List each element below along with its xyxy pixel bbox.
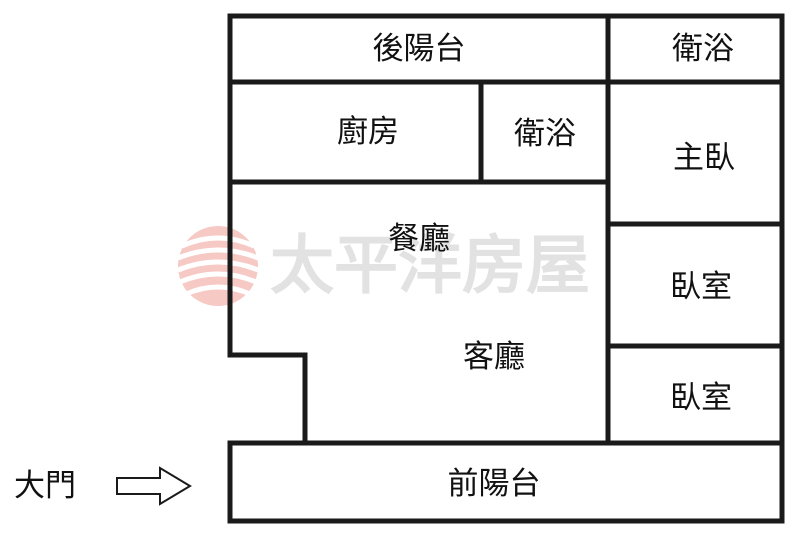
room-bedroom-2-label: 臥室: [670, 380, 732, 416]
room-bedroom-1-label: 臥室: [670, 269, 732, 305]
room-living-room-label: 客廳: [463, 339, 525, 375]
room-master-bedroom-label: 主臥: [673, 140, 735, 176]
walls: [227, 13, 785, 524]
watermark-logo-icon: [177, 226, 259, 306]
room-kitchen-label: 廚房: [337, 114, 399, 150]
arrow-right-icon: [116, 466, 192, 506]
watermark-text: 太平洋房屋: [270, 229, 590, 304]
room-dining-room-label: 餐廳: [388, 221, 450, 257]
room-rear-balcony-label: 後陽台: [373, 31, 466, 67]
room-bathroom-middle-label: 衛浴: [514, 116, 576, 152]
watermark: 太平洋房屋: [177, 226, 590, 306]
room-bathroom-top-right-label: 衛浴: [672, 31, 734, 67]
room-front-balcony-label: 前陽台: [448, 466, 541, 502]
entrance-label: 大門: [14, 468, 76, 504]
